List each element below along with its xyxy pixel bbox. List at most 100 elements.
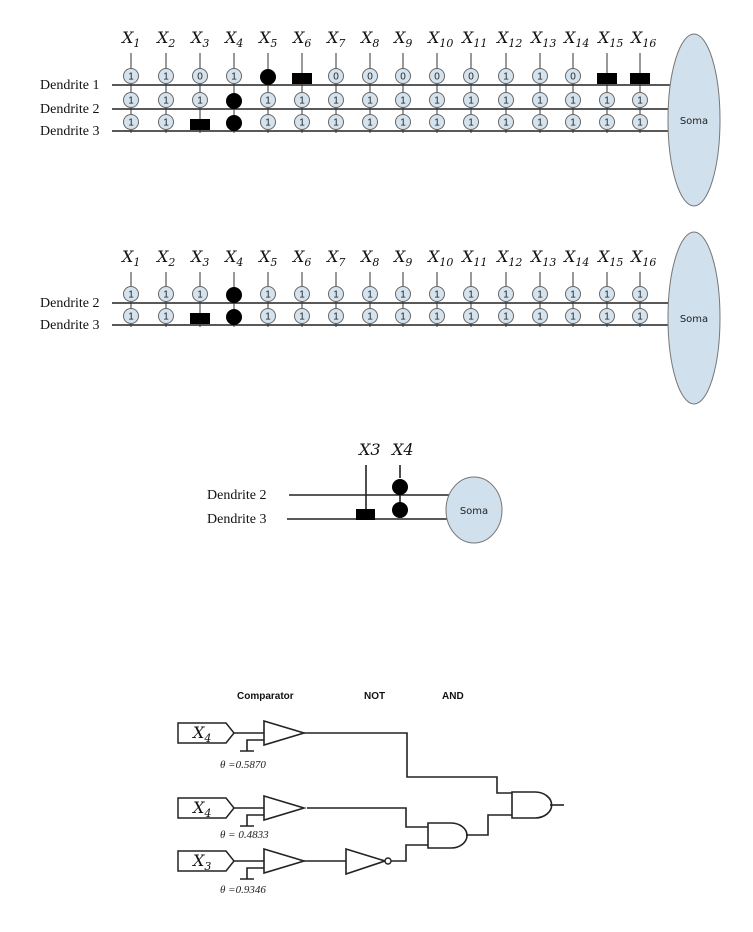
input-label-x3: X3 xyxy=(189,28,209,50)
synapse-node xyxy=(632,308,648,324)
soma xyxy=(667,231,721,405)
input-label-x12: X12 xyxy=(495,28,522,50)
synapse-node xyxy=(429,114,445,130)
synapse-value: 1 xyxy=(163,312,169,323)
synapse-value: 1 xyxy=(265,96,271,107)
synapse-square xyxy=(597,73,617,84)
input-label-x2: X2 xyxy=(155,247,175,269)
synapse-square xyxy=(292,73,312,84)
synapse-node xyxy=(395,68,411,84)
synapse-value: 1 xyxy=(299,96,305,107)
synapse-value: 1 xyxy=(604,290,610,301)
synapse-node xyxy=(192,92,208,108)
threshold-label: θ =0.5870 xyxy=(220,759,266,771)
input-label-x4: X4 xyxy=(390,440,414,459)
dendrite-label: Dendrite 3 xyxy=(40,124,99,139)
synapse-node xyxy=(532,114,548,130)
synapse-node xyxy=(532,286,548,302)
comparator-gate xyxy=(263,794,307,822)
synapse-value: 1 xyxy=(537,290,543,301)
synapse-node xyxy=(123,308,139,324)
synapse-node xyxy=(463,68,479,84)
synapse-node xyxy=(158,68,174,84)
soma-label: Soma xyxy=(680,314,708,325)
synapse-value: 1 xyxy=(503,312,509,323)
input-label-x4: X4 xyxy=(223,28,243,50)
synapse-value: 1 xyxy=(503,72,509,83)
threshold-ground xyxy=(240,867,264,880)
input-label-x2: X2 xyxy=(155,28,175,50)
synapse-node xyxy=(565,68,581,84)
synapse-circle xyxy=(226,93,242,109)
input-label-x10: X10 xyxy=(426,28,453,50)
synapse-value: 1 xyxy=(434,96,440,107)
synapse-node xyxy=(395,286,411,302)
synapse-node xyxy=(328,114,344,130)
input-label-x6: X6 xyxy=(291,247,311,269)
panel-simplified-neuron: X3 X4 Soma Dendrite 2 Dendrite 3 xyxy=(207,440,503,544)
synapse-node xyxy=(328,68,344,84)
synapse-value: 1 xyxy=(367,118,373,129)
synapse-node xyxy=(532,68,548,84)
synapse-node xyxy=(532,308,548,324)
synapse-value: 1 xyxy=(537,118,543,129)
input-label-x6: X6 xyxy=(291,28,311,50)
synapse-value: 0 xyxy=(468,72,474,83)
and-gate-1 xyxy=(427,822,468,849)
input-label-x5: X5 xyxy=(257,247,277,269)
input-label-x12: X12 xyxy=(495,247,522,269)
synapse-value: 0 xyxy=(570,72,576,83)
dendrite-label: Dendrite 3 xyxy=(40,318,99,333)
synapse-value: 1 xyxy=(434,312,440,323)
synapse-node xyxy=(192,68,208,84)
synapse-node xyxy=(123,68,139,84)
synapse-value: 1 xyxy=(537,312,543,323)
input-label-x3: X3 xyxy=(357,440,381,459)
synapse-value: 1 xyxy=(570,96,576,107)
synapse-value: 1 xyxy=(163,118,169,129)
input-label-x7: X7 xyxy=(325,247,345,269)
synapse-value: 1 xyxy=(604,312,610,323)
synapse-value: 1 xyxy=(367,290,373,301)
synapse-value: 1 xyxy=(400,312,406,323)
wire-comp1-to-and2 xyxy=(304,732,512,794)
synapse-value: 1 xyxy=(265,312,271,323)
synapse-value: 1 xyxy=(333,118,339,129)
synapse-value: 1 xyxy=(400,290,406,301)
synapse-node xyxy=(123,114,139,130)
synapse-value: 1 xyxy=(468,290,474,301)
synapse-node xyxy=(362,92,378,108)
synapse-node xyxy=(565,114,581,130)
synapse-node xyxy=(429,92,445,108)
synapse-node xyxy=(294,308,310,324)
synapse-value: 1 xyxy=(503,96,509,107)
synapse-node xyxy=(158,92,174,108)
synapse-value: 1 xyxy=(128,290,134,301)
synapse-value: 1 xyxy=(163,72,169,83)
synapse-value: 0 xyxy=(434,72,440,83)
input-label-x1: X1 xyxy=(120,247,140,269)
comparator-title: Comparator xyxy=(237,691,294,702)
input-port-x3 xyxy=(177,850,235,872)
dendrite-label: Dendrite 3 xyxy=(207,512,266,527)
synapse-node xyxy=(328,286,344,302)
input-label-x1: X1 xyxy=(120,28,140,50)
synapse-value: 1 xyxy=(468,312,474,323)
synapse-value: 1 xyxy=(197,290,203,301)
input-port-x4 xyxy=(177,722,235,744)
synapse-value: 1 xyxy=(367,312,373,323)
synapse-node xyxy=(362,308,378,324)
synapse-value: 1 xyxy=(163,290,169,301)
synapse-circle xyxy=(226,309,242,325)
synapse-node xyxy=(463,92,479,108)
synapse-value: 1 xyxy=(128,118,134,129)
synapse-node xyxy=(599,114,615,130)
synapse-value: 0 xyxy=(333,72,339,83)
soma-label: Soma xyxy=(460,506,488,517)
synapse-node xyxy=(632,114,648,130)
soma-label: Soma xyxy=(680,116,708,127)
input-label-x16: X16 xyxy=(629,247,656,269)
synapse-node xyxy=(294,92,310,108)
threshold-label: θ =0.9346 xyxy=(220,884,266,896)
